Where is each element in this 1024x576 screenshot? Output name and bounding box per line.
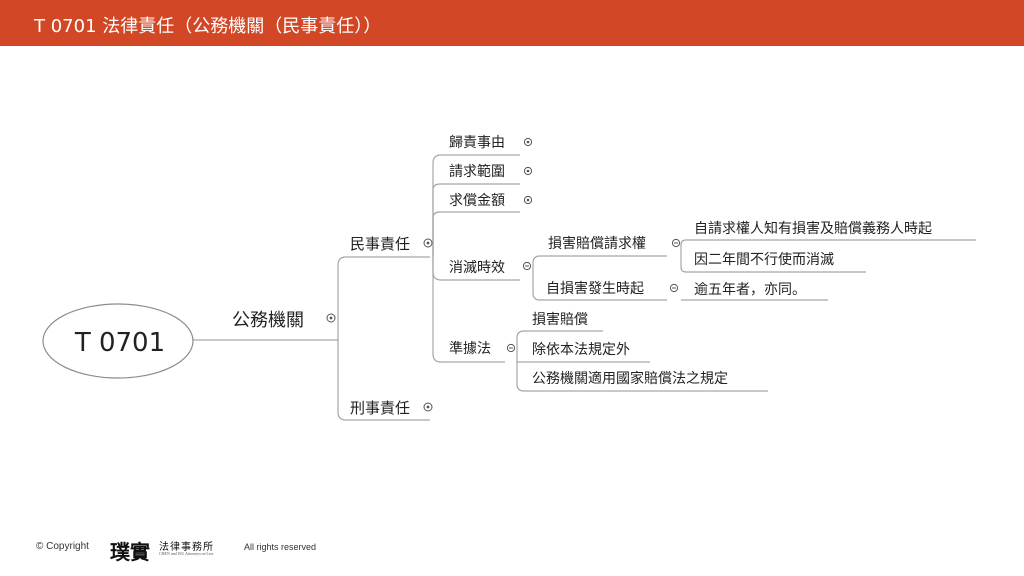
expand-toggle-icon[interactable] [423, 402, 433, 412]
connector-from-knowledge [680, 239, 976, 256]
node-governing-law: 準據法 [449, 341, 491, 357]
node-public-agency: 公務機關 [232, 310, 304, 331]
node-claim-scope: 請求範圍 [449, 163, 505, 180]
node-state-compensation-act: 公務機關適用國家賠償法之規定 [532, 370, 728, 387]
expand-toggle-icon[interactable] [326, 313, 336, 323]
expand-toggle-icon[interactable] [523, 166, 533, 176]
node-attribution: 歸責事由 [449, 134, 505, 151]
title-bar: T 0701 法律責任（公務機關（民事責任）） [0, 0, 1024, 46]
node-damages: 損害賠償 [532, 312, 588, 328]
connector-applies [516, 362, 768, 392]
collapse-toggle-icon[interactable] [671, 238, 681, 248]
connector-criminal [337, 340, 430, 421]
firm-english-name: CHEN and WU Attorneys-at-Law [159, 551, 214, 556]
node-five-years: 逾五年者，亦同。 [694, 282, 806, 298]
connector-claim-right [532, 255, 667, 280]
connector-civil [337, 256, 430, 340]
root-node [42, 303, 194, 379]
connector-attribution [432, 154, 520, 257]
footer: © Copyright 璞實 法律事務所 CHEN and WU Attorne… [36, 536, 356, 564]
node-from-knowledge: 自請求權人知有損害及賠償義務人時起 [694, 220, 932, 237]
node-civil-liability: 民事責任 [350, 235, 410, 253]
node-compensation-amount: 求償金額 [449, 193, 505, 209]
node-except-this-act: 除依本法規定外 [532, 342, 630, 358]
copyright-text: © Copyright [36, 541, 89, 552]
connector-two-years [680, 256, 866, 273]
expand-toggle-icon[interactable] [423, 238, 433, 248]
collapse-toggle-icon[interactable] [669, 283, 679, 293]
node-criminal-liability: 刑事責任 [350, 399, 410, 417]
firm-logo-mark: 璞實 [110, 540, 150, 564]
expand-toggle-icon[interactable] [523, 195, 533, 205]
connector-compensation [432, 211, 520, 257]
connector-lines [193, 154, 976, 421]
connector-damages [516, 330, 603, 362]
connector-from-damage [532, 280, 667, 301]
expand-toggle-icon[interactable] [523, 137, 533, 147]
collapse-toggle-icon[interactable] [522, 261, 532, 271]
firm-name: 法律事務所 [159, 542, 214, 553]
collapse-toggle-icon[interactable] [506, 343, 516, 353]
node-from-damage-occurrence: 自損害發生時起 [546, 281, 644, 297]
node-damage-claim-right: 損害賠償請求權 [548, 236, 646, 252]
node-extinctive-prescription: 消滅時效 [449, 260, 505, 276]
connector-governing-law [432, 257, 505, 363]
root-label: T 0701 [74, 328, 165, 358]
rights-text: All rights reserved [244, 542, 317, 552]
connector-claim-scope [432, 183, 520, 257]
node-two-years-lapse: 因二年間不行使而消滅 [694, 251, 834, 268]
page-title: T 0701 法律責任（公務機關（民事責任）） [34, 16, 382, 37]
